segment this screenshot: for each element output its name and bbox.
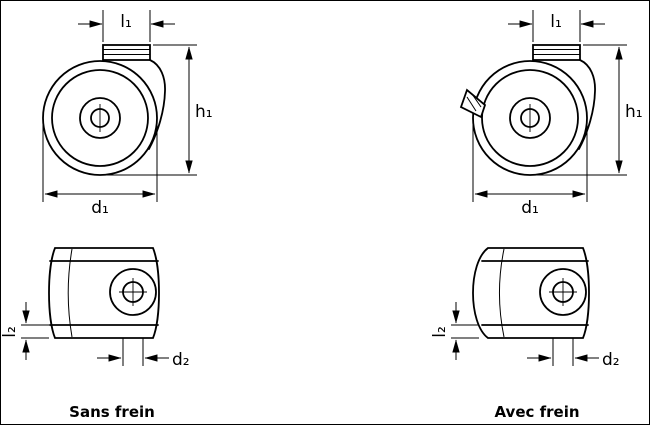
caster-front-view-sans-frein xyxy=(43,10,197,202)
caster-front-view-avec-frein xyxy=(459,10,627,202)
dim-label-d2-right: d₂ xyxy=(602,350,620,370)
caster-bottom-view-avec-frein xyxy=(472,247,590,339)
brake-lever xyxy=(459,88,487,119)
dim-label-l2-left: l₂ xyxy=(0,326,20,338)
dim-label-l1-left: l₁ xyxy=(120,12,132,32)
dim-label-d1-right: d₁ xyxy=(521,198,539,218)
caption-avec-frein: Avec frein xyxy=(494,403,579,421)
dim-label-d2-left: d₂ xyxy=(172,350,190,370)
caster-front-geometry xyxy=(473,10,627,202)
caster-bottom-view-sans-frein xyxy=(48,247,160,339)
dim-label-l1-right: l₁ xyxy=(550,12,562,32)
dim-label-h1-right: h₁ xyxy=(625,102,643,122)
dim-label-d1-left: d₁ xyxy=(91,198,109,218)
housing-edge-line xyxy=(499,248,505,338)
housing-edge-line xyxy=(67,248,73,338)
mounting-hub xyxy=(539,268,587,316)
dim-label-h1-left: h₁ xyxy=(195,102,213,122)
caption-sans-frein: Sans frein xyxy=(69,403,155,421)
dim-label-l2-right: l₂ xyxy=(430,326,450,338)
mounting-hub xyxy=(109,268,157,316)
